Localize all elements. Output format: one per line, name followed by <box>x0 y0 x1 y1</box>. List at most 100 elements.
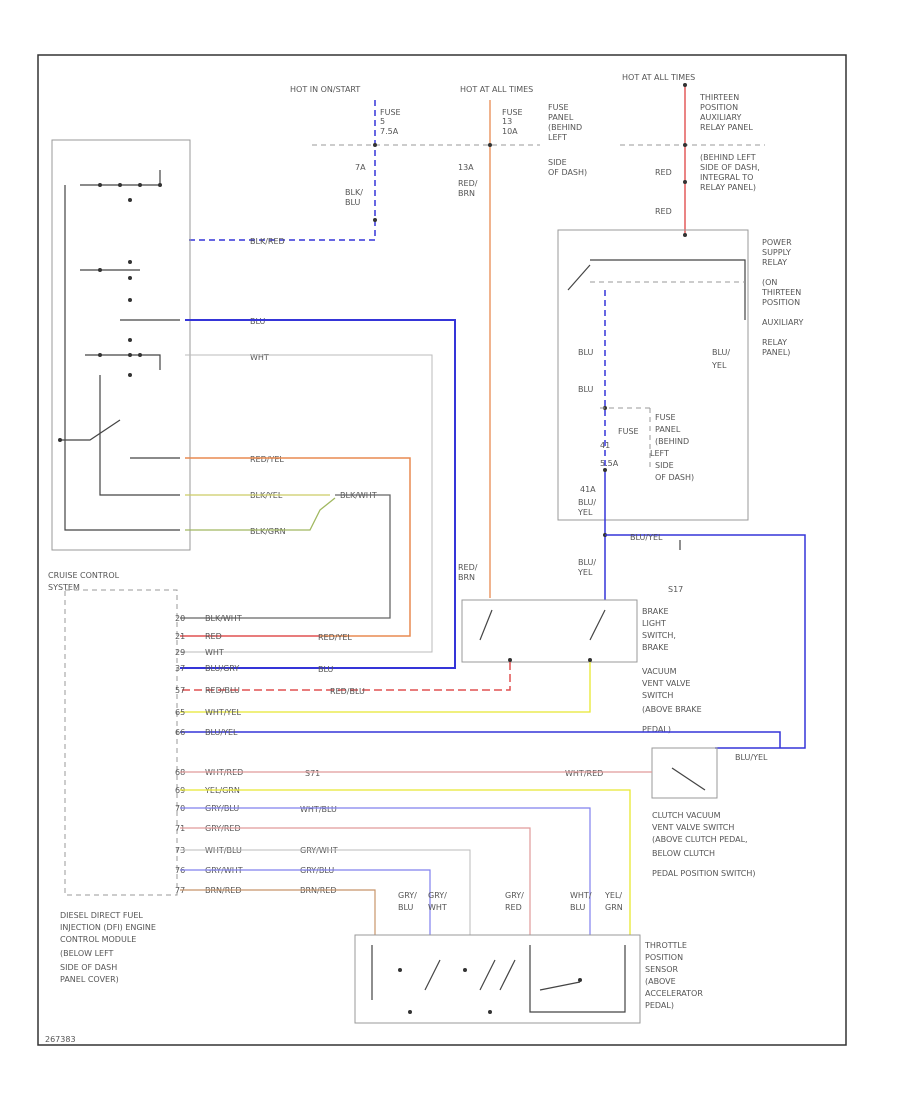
mid-label-blu: BLU <box>318 665 334 674</box>
svg-text:PEDAL): PEDAL) <box>642 725 671 734</box>
wire-gry-blu <box>180 869 431 935</box>
svg-text:POSITION: POSITION <box>762 298 800 307</box>
ecm-pin-wire: RED <box>205 632 222 641</box>
ecm-pin-number: 37 <box>175 664 185 673</box>
ecm-pin-wire: BLU/GRY <box>205 664 239 673</box>
svg-text:BLU/: BLU/ <box>578 498 596 507</box>
svg-text:VACUUM: VACUUM <box>642 667 677 676</box>
svg-text:THROTTLE: THROTTLE <box>644 941 687 950</box>
wire-blu-yel <box>180 731 781 748</box>
svg-text:13: 13 <box>502 117 512 126</box>
svg-text:LEFT: LEFT <box>548 133 567 142</box>
svg-text:OF DASH): OF DASH) <box>655 473 694 482</box>
svg-text:BELOW CLUTCH: BELOW CLUTCH <box>652 849 715 858</box>
sw-label-red-yel: RED/YEL <box>250 455 284 464</box>
ecm-pin-wire: BLK/WHT <box>205 614 242 623</box>
throttle-input-label: GRY/ <box>398 891 417 900</box>
wire-gry-red <box>180 827 531 935</box>
mid-label-wht-blu: WHT/BLU <box>300 805 337 814</box>
wire-label-relay-out: BLU/ YEL <box>711 348 730 370</box>
ecm-pin-65: 65 WHT/YEL <box>175 708 241 717</box>
svg-text:RED/: RED/ <box>458 179 478 188</box>
sw-label-blk-grn: BLK/GRN <box>250 527 286 536</box>
wire-label-blu-1: BLU <box>578 348 594 357</box>
svg-text:PANEL: PANEL <box>655 425 681 434</box>
svg-text:YEL: YEL <box>577 508 593 517</box>
cruise-switch-body <box>51 139 191 551</box>
wire-label-s17: S17 <box>668 585 683 594</box>
mid-label-red-blu: RED/BLU <box>330 687 365 696</box>
throttle-input-label: WHT <box>428 903 447 912</box>
svg-text:RED/: RED/ <box>458 563 478 572</box>
svg-text:SIDE OF DASH,: SIDE OF DASH, <box>700 163 760 172</box>
svg-text:10A: 10A <box>502 127 518 136</box>
svg-text:PEDAL POSITION SWITCH): PEDAL POSITION SWITCH) <box>652 869 756 878</box>
wire-red-yel <box>185 457 411 637</box>
sw-label-wht: WHT <box>250 353 269 362</box>
wire-label-fuse5: 7A BLK/ BLU <box>345 163 366 207</box>
svg-text:OF DASH): OF DASH) <box>548 168 587 177</box>
label-hot-at-all-times-right: HOT AT ALL TIMES <box>622 73 695 82</box>
throttle-input-label: GRN <box>605 903 623 912</box>
svg-text:BLU: BLU <box>345 198 361 207</box>
svg-text:FUSE: FUSE <box>548 103 569 112</box>
wire-label-to-clutch: BLU/YEL <box>630 533 663 542</box>
cruise-switch-label-2: SYSTEM <box>48 583 80 592</box>
cruise-switch-contacts <box>58 170 180 531</box>
wire-wht-yel <box>180 662 591 713</box>
svg-text:ACCELERATOR: ACCELERATOR <box>645 989 703 998</box>
brake-switch-box <box>461 599 638 663</box>
svg-text:FUSE: FUSE <box>502 108 523 117</box>
wire-blk-blu-fuse5 <box>185 100 376 241</box>
throttle-sensor-box <box>354 934 641 1024</box>
svg-text:(BEHIND: (BEHIND <box>655 437 689 446</box>
svg-text:13A: 13A <box>458 163 474 172</box>
svg-text:RELAY PANEL): RELAY PANEL) <box>700 183 756 192</box>
svg-text:BLU/: BLU/ <box>578 558 596 567</box>
svg-text:SUPPLY: SUPPLY <box>762 248 791 257</box>
svg-text:5: 5 <box>380 117 385 126</box>
diagram-frame <box>37 54 847 1046</box>
wire-label-red-1: RED <box>655 168 672 177</box>
wire-gry-wht <box>180 849 471 935</box>
svg-text:PANEL COVER): PANEL COVER) <box>60 975 119 984</box>
thirteen-relay-note: THIRTEEN POSITION AUXILIARY RELAY PANEL … <box>699 93 760 192</box>
wire-label-blu-2: BLU <box>578 385 594 394</box>
svg-text:POSITION: POSITION <box>700 103 738 112</box>
svg-text:BRN: BRN <box>458 573 475 582</box>
ecm-connector <box>64 589 178 896</box>
svg-text:INTEGRAL TO: INTEGRAL TO <box>700 173 753 182</box>
svg-text:RELAY PANEL: RELAY PANEL <box>700 123 753 132</box>
ecm-pin-wire: WHT/YEL <box>205 708 241 717</box>
svg-text:7A: 7A <box>355 163 366 172</box>
svg-text:41: 41 <box>600 441 610 450</box>
label-hot-at-all-times-mid: HOT AT ALL TIMES <box>460 85 533 94</box>
power-supply-relay-label: POWER SUPPLY RELAY (ON THIRTEEN POSITION… <box>761 238 804 357</box>
svg-text:SENSOR: SENSOR <box>645 965 678 974</box>
throttle-sensor-contacts <box>371 945 626 1014</box>
throttle-input-label: YEL/ <box>604 891 622 900</box>
wire-red-blu <box>180 662 511 691</box>
wire-label-red-2: RED <box>655 207 672 216</box>
wire-wht <box>180 354 433 653</box>
wire-gry-blu-lower <box>180 807 591 935</box>
wire-label-after-fuse41: 41A BLU/ YEL <box>577 485 596 517</box>
mid-label-red-yel: RED/YEL <box>318 633 352 642</box>
svg-text:41A: 41A <box>580 485 596 494</box>
svg-text:BRAKE: BRAKE <box>642 643 669 652</box>
svg-text:FUSE: FUSE <box>655 413 676 422</box>
throttle-input-label: GRY/ <box>505 891 524 900</box>
svg-text:(BELOW LEFT: (BELOW LEFT <box>60 949 114 958</box>
svg-text:SWITCH: SWITCH <box>642 691 673 700</box>
ecm-pin-number: 65 <box>175 708 185 717</box>
ecm-pin-wire: BLU/YEL <box>205 728 238 737</box>
svg-text:AUXILIARY: AUXILIARY <box>762 318 804 327</box>
svg-text:CONTROL MODULE: CONTROL MODULE <box>60 935 136 944</box>
fuse-41-note: FUSE PANEL (BEHIND LEFT SIDE OF DASH) <box>650 413 694 482</box>
throttle-input-label: RED <box>505 903 522 912</box>
svg-text:SIDE OF DASH: SIDE OF DASH <box>60 963 117 972</box>
